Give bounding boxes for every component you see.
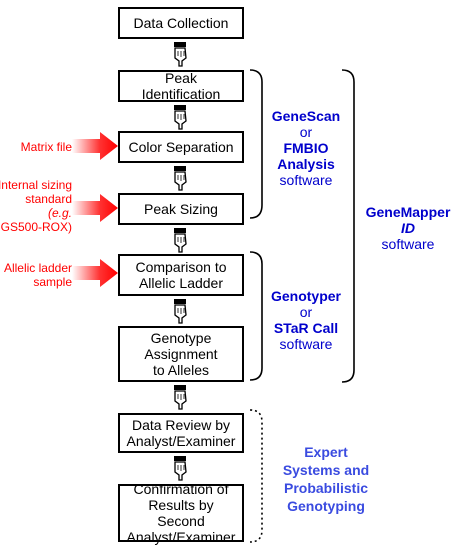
step-confirmation: Confirmation of Results by Second Analys… bbox=[118, 481, 244, 545]
step-label: Confirmation of Results by Second Analys… bbox=[126, 481, 236, 545]
genotyper-bracket bbox=[249, 251, 263, 381]
genotyper-starcall-label: Genotyper or STaR Call software bbox=[270, 288, 341, 352]
step-label: Data Collection bbox=[133, 15, 229, 31]
step-peak-sizing: Peak Sizing bbox=[118, 193, 244, 225]
pointing-hand-icon bbox=[174, 42, 187, 67]
pointing-hand-icon bbox=[174, 105, 187, 130]
pointing-hand-icon bbox=[174, 385, 187, 410]
genemapper-bracket bbox=[341, 69, 355, 383]
step-data-review: Data Review by Analyst/Examiner bbox=[118, 413, 244, 453]
ladder-input-arrow bbox=[72, 259, 118, 287]
internal-sizing-standard-label: Internal sizing standard (e.g. GS500-ROX… bbox=[0, 178, 72, 234]
step-color-separation: Color Separation bbox=[118, 131, 244, 163]
pointing-hand-icon bbox=[174, 228, 187, 253]
genemapper-id-label: GeneMapper ID software bbox=[365, 204, 451, 252]
genescan-fmbio-label: GeneScan or FMBIO Analysis software bbox=[271, 108, 341, 188]
genescan-bracket bbox=[249, 69, 263, 219]
matrix-file-label: Matrix file bbox=[20, 140, 72, 154]
step-comparison-allelic-ladder: Comparison to Allelic Ladder bbox=[118, 254, 244, 296]
expert-systems-label: Expert Systems and Probabilistic Genotyp… bbox=[282, 444, 370, 514]
allelic-ladder-sample-label: Allelic ladder sample bbox=[3, 261, 72, 289]
pointing-hand-icon bbox=[174, 166, 187, 191]
pointing-hand-icon bbox=[174, 299, 187, 324]
step-peak-identification: Peak Identification bbox=[118, 70, 244, 102]
step-label: Genotype Assignment to Alleles bbox=[144, 330, 218, 378]
expert-bracket bbox=[249, 409, 263, 543]
matrix-input-arrow bbox=[72, 132, 118, 160]
sizing-input-arrow bbox=[72, 194, 118, 222]
step-label: Color Separation bbox=[128, 139, 234, 155]
pointing-hand-icon bbox=[174, 456, 187, 481]
step-label: Peak Identification bbox=[141, 70, 221, 102]
step-label: Peak Sizing bbox=[144, 201, 218, 217]
step-genotype-assignment: Genotype Assignment to Alleles bbox=[118, 326, 244, 382]
step-label: Comparison to Allelic Ladder bbox=[135, 259, 227, 291]
step-data-collection: Data Collection bbox=[118, 7, 244, 39]
step-label: Data Review by Analyst/Examiner bbox=[126, 417, 236, 449]
